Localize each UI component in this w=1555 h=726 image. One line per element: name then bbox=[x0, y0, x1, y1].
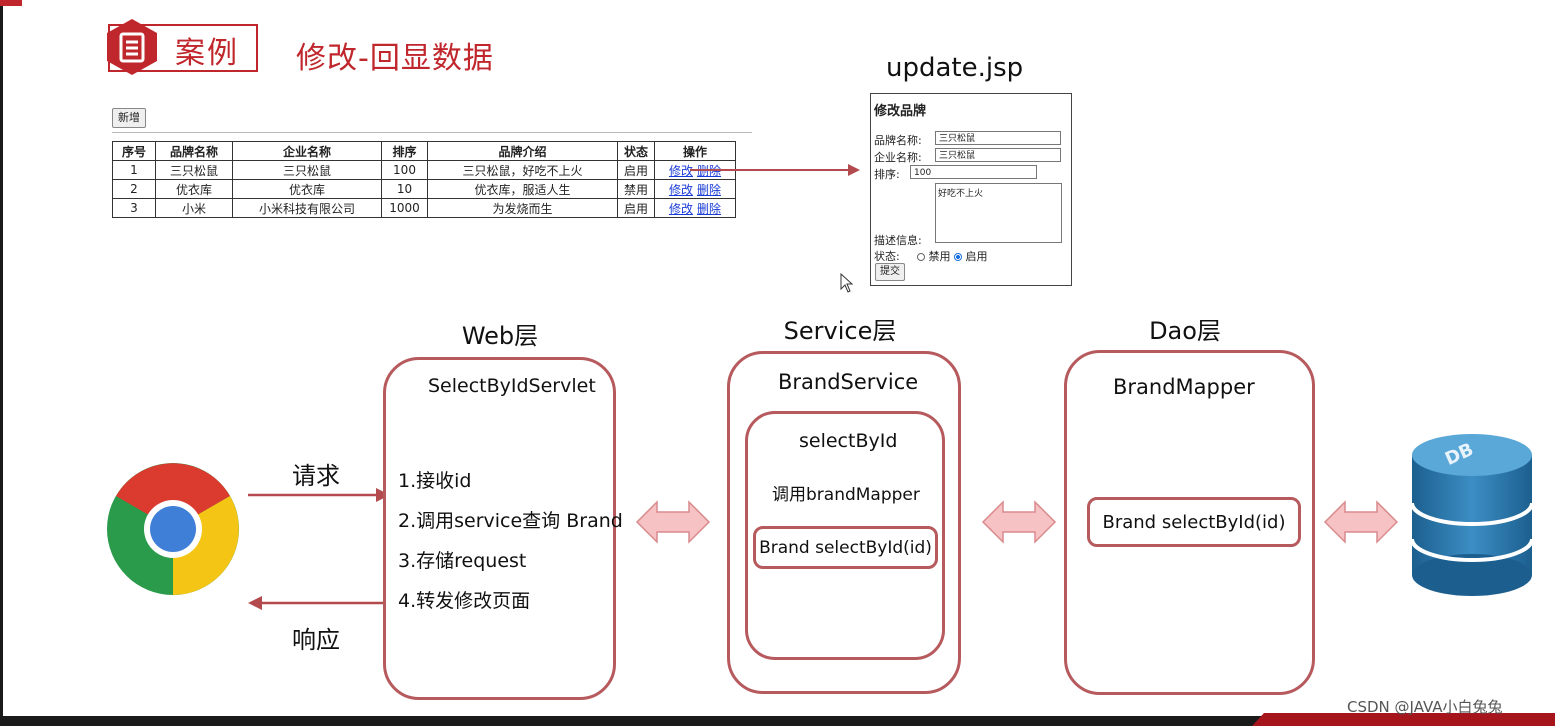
cell-desc: 优衣库，服适人生 bbox=[427, 179, 618, 199]
mouse-cursor-icon bbox=[840, 273, 854, 293]
mapper-signature-box: Brand selectById(id) bbox=[1087, 497, 1301, 547]
step-3: 3.存储request bbox=[398, 550, 527, 572]
cell-actions: 修改删除 bbox=[654, 198, 736, 218]
status-label: 状态: bbox=[874, 250, 900, 263]
company-name-input[interactable]: 三只松鼠 bbox=[935, 148, 1061, 162]
divider bbox=[112, 132, 752, 133]
dao-layer-title: Dao层 bbox=[1149, 317, 1221, 345]
chrome-browser-icon bbox=[107, 463, 239, 595]
column-header: 品牌名称 bbox=[155, 141, 233, 161]
servlet-name: SelectByIdServlet bbox=[428, 375, 596, 397]
database-icon bbox=[1411, 434, 1533, 596]
table-row: 1 三只松鼠 三只松鼠 100 三只松鼠，好吃不上火 启用 修改删除 bbox=[112, 160, 736, 180]
brand-table: 序号 品牌名称 企业名称 排序 品牌介绍 状态 操作 1 三只松鼠 三只松鼠 1… bbox=[112, 141, 736, 218]
column-header: 序号 bbox=[112, 141, 156, 161]
cell-actions: 修改删除 bbox=[654, 179, 736, 199]
service-class-name: BrandService bbox=[778, 370, 919, 394]
step-2: 2.调用service查询 Brand bbox=[398, 510, 623, 532]
description-textarea[interactable]: 好吃不上火 bbox=[935, 183, 1062, 243]
table-row: 3 小米 小米科技有限公司 1000 为发烧而生 启用 修改删除 bbox=[112, 198, 736, 218]
cell-company: 三只松鼠 bbox=[232, 160, 382, 180]
edit-link[interactable]: 修改 bbox=[668, 163, 693, 178]
status-off-label: 禁用 bbox=[928, 250, 951, 263]
case-label: 案例 bbox=[175, 36, 239, 71]
delete-link[interactable]: 删除 bbox=[697, 182, 722, 197]
add-button[interactable]: 新增 bbox=[112, 108, 146, 128]
cell-company: 优衣库 bbox=[232, 179, 382, 199]
cell-brand: 优衣库 bbox=[155, 179, 233, 199]
step-4: 4.转发修改页面 bbox=[398, 590, 531, 612]
cell-brand: 小米 bbox=[155, 198, 233, 218]
form-heading: 修改品牌 bbox=[874, 104, 927, 119]
update-form-panel: 修改品牌 品牌名称: 三只松鼠 企业名称: 三只松鼠 排序: 100 好吃不上火… bbox=[870, 93, 1072, 286]
top-red-mark bbox=[0, 0, 22, 6]
status-off-radio[interactable] bbox=[917, 253, 925, 261]
cell-brand: 三只松鼠 bbox=[155, 160, 233, 180]
table-row: 2 优衣库 优衣库 10 优衣库，服适人生 禁用 修改删除 bbox=[112, 179, 736, 199]
company-name-label: 企业名称: bbox=[874, 151, 922, 164]
status-on-label: 启用 bbox=[965, 250, 988, 263]
request-label: 请求 bbox=[292, 462, 340, 490]
response-label: 响应 bbox=[292, 626, 340, 654]
delete-link[interactable]: 删除 bbox=[697, 201, 722, 216]
web-layer-box bbox=[383, 357, 616, 700]
order-label: 排序: bbox=[874, 168, 900, 181]
service-layer-title: Service层 bbox=[783, 317, 897, 345]
brand-name-label: 品牌名称: bbox=[874, 134, 922, 147]
column-header: 品牌介绍 bbox=[427, 141, 618, 161]
edit-link[interactable]: 修改 bbox=[668, 182, 693, 197]
column-header: 状态 bbox=[617, 141, 655, 161]
cell-id: 2 bbox=[112, 179, 156, 199]
status-radio-group: 禁用 启用 bbox=[917, 248, 988, 264]
table-header-row: 序号 品牌名称 企业名称 排序 品牌介绍 状态 操作 bbox=[112, 141, 736, 161]
mapper-name: BrandMapper bbox=[1113, 375, 1255, 399]
document-icon bbox=[107, 19, 157, 75]
watermark: CSDN @JAVA小白兔兔 bbox=[1347, 698, 1503, 716]
column-header: 操作 bbox=[654, 141, 736, 161]
edit-link[interactable]: 修改 bbox=[668, 201, 693, 216]
cell-order: 1000 bbox=[381, 198, 428, 218]
bottom-red-banner bbox=[1252, 713, 1555, 726]
web-layer-title: Web层 bbox=[461, 322, 539, 350]
step-1: 1.接收id bbox=[398, 470, 472, 492]
bottom-frame-bar bbox=[0, 716, 1555, 726]
column-header: 排序 bbox=[381, 141, 428, 161]
cell-company: 小米科技有限公司 bbox=[232, 198, 382, 218]
cell-status: 启用 bbox=[617, 198, 655, 218]
page-title: 修改-回显数据 bbox=[296, 41, 494, 76]
cell-order: 10 bbox=[381, 179, 428, 199]
cell-order: 100 bbox=[381, 160, 428, 180]
column-header: 企业名称 bbox=[232, 141, 382, 161]
service-dao-double-arrow bbox=[981, 500, 1057, 544]
description-label: 描述信息: bbox=[874, 234, 922, 247]
submit-button[interactable]: 提交 bbox=[875, 263, 905, 281]
status-on-radio[interactable] bbox=[954, 253, 962, 261]
order-input[interactable]: 100 bbox=[910, 165, 1037, 179]
service-method-name: selectById bbox=[799, 430, 898, 452]
edit-to-form-arrow bbox=[690, 164, 860, 176]
cell-status: 禁用 bbox=[617, 179, 655, 199]
request-arrow bbox=[248, 488, 390, 502]
brand-name-input[interactable]: 三只松鼠 bbox=[935, 131, 1061, 145]
cell-id: 1 bbox=[112, 160, 156, 180]
response-arrow bbox=[248, 596, 390, 610]
service-signature-box: Brand selectById(id) bbox=[753, 526, 938, 569]
cell-id: 3 bbox=[112, 198, 156, 218]
cell-status: 启用 bbox=[617, 160, 655, 180]
cell-desc: 为发烧而生 bbox=[427, 198, 618, 218]
left-frame-edge bbox=[0, 0, 3, 726]
web-service-double-arrow bbox=[635, 500, 711, 544]
jsp-file-title: update.jsp bbox=[886, 53, 1024, 83]
service-call-text: 调用brandMapper bbox=[772, 485, 920, 505]
cell-desc: 三只松鼠，好吃不上火 bbox=[427, 160, 618, 180]
dao-db-double-arrow bbox=[1323, 500, 1399, 544]
